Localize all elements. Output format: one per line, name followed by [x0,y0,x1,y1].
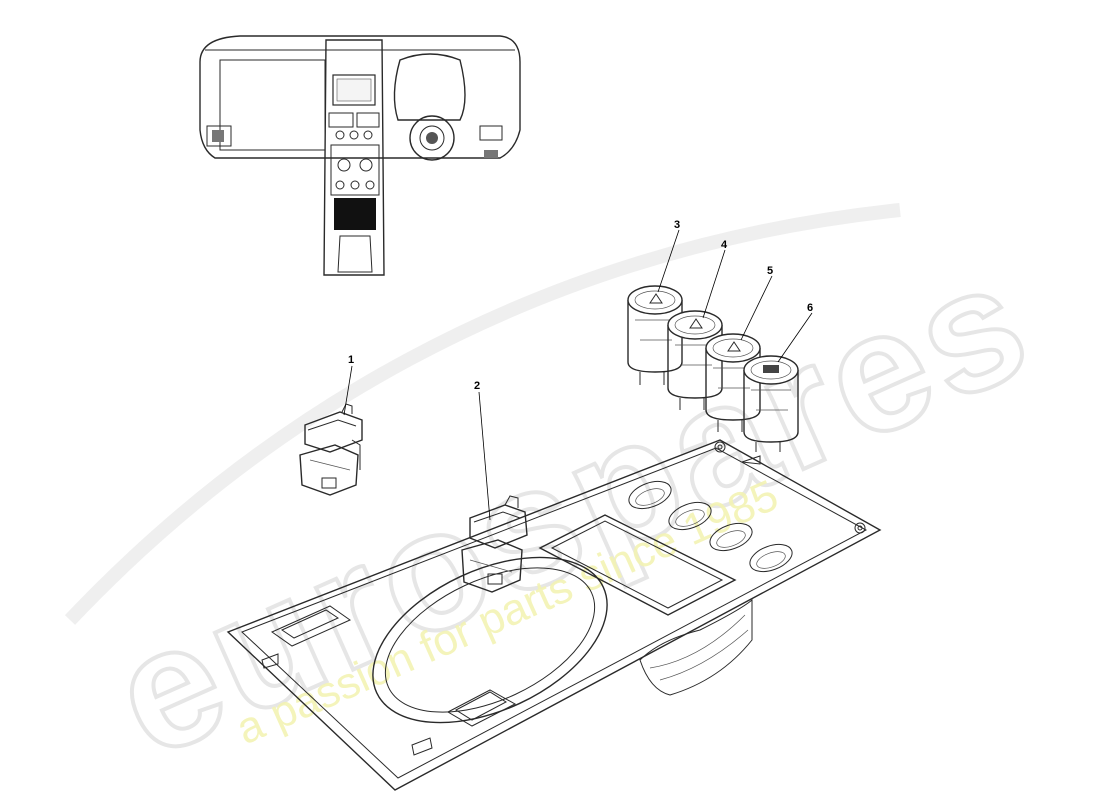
callout-1[interactable]: 1 [348,354,354,366]
callout-4[interactable]: 4 [721,239,728,251]
watermark-swoosh [64,203,901,625]
leader-4 [702,249,726,319]
callout-3[interactable]: 3 [674,219,680,231]
leader-1 [343,365,353,416]
rocker-switch-icon [461,495,528,593]
callout-6[interactable]: 6 [807,302,813,314]
callouts: 1 2 3 4 5 6 [348,219,813,392]
round-switch-5 [705,333,761,432]
round-switch-6 [743,355,799,452]
leader-lines [343,229,813,521]
round-switch-4 [667,310,723,410]
leader-5 [740,275,773,341]
dashboard-overview-icon [199,35,521,276]
hazard-switch-icon [299,403,363,496]
callout-5[interactable]: 5 [767,265,773,277]
leader-2 [478,391,491,521]
callout-2[interactable]: 2 [474,380,480,392]
center-console-highlight [334,198,376,230]
round-switch-3 [627,285,683,385]
watermark: eurospares a passion for parts since 198… [64,203,1059,796]
leader-3 [657,229,680,293]
center-console-panel-icon [226,439,882,791]
leader-6 [777,312,813,363]
